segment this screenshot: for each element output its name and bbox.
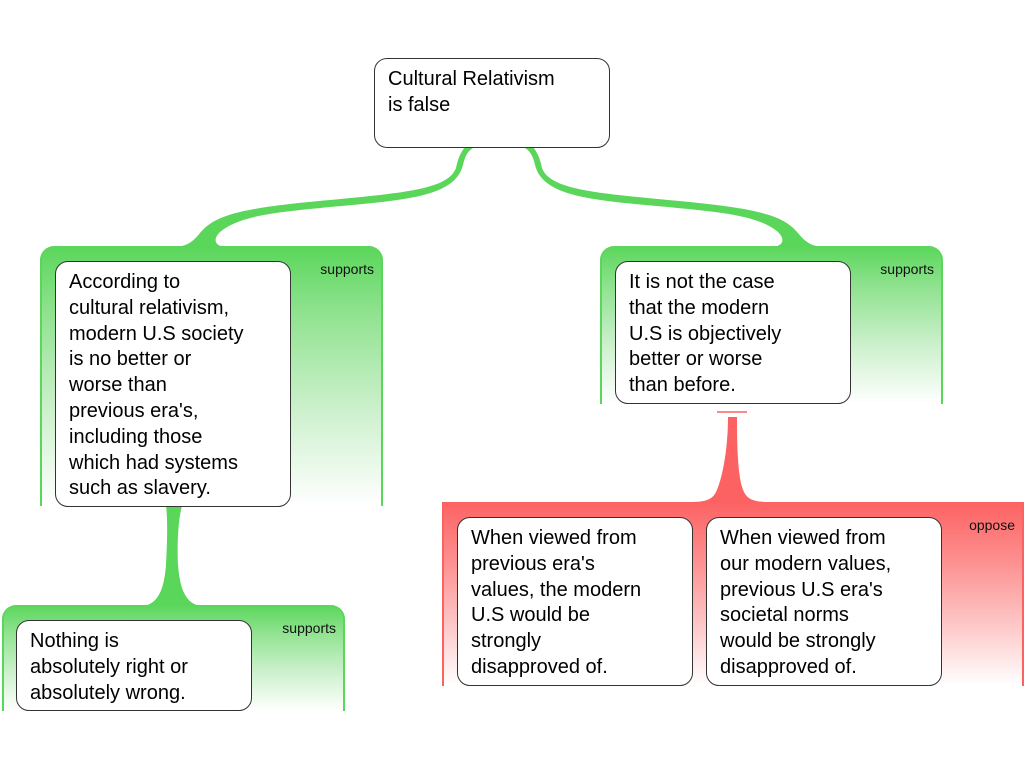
objection-node-modern-values[interactable]: When viewed from our modern values, prev… [706, 517, 942, 686]
claim-node-not-objectively-better[interactable]: It is not the case that the modern U.S i… [615, 261, 851, 404]
objection-text: When viewed from our modern values, prev… [720, 527, 892, 678]
relation-label: supports [282, 620, 336, 636]
root-claim-node[interactable]: Cultural Relativism is false [374, 58, 610, 148]
relation-label: oppose [969, 517, 1015, 533]
claim-node-cultural-relativism-us[interactable]: According to cultural relativism, modern… [55, 261, 291, 507]
objection-node-previous-era-values[interactable]: When viewed from previous era's values, … [457, 517, 693, 686]
claim-text: It is not the case that the modern U.S i… [629, 271, 782, 397]
connector-root-to-right-support [523, 147, 822, 247]
claim-text: According to cultural relativism, modern… [69, 271, 244, 500]
relation-label: supports [880, 261, 934, 277]
objection-text: When viewed from previous era's values, … [471, 527, 642, 678]
connector-left-to-bottom-support [144, 506, 200, 606]
root-claim-text: Cultural Relativism is false [388, 68, 555, 116]
claim-node-nothing-absolute[interactable]: Nothing is absolutely right or absolutel… [16, 620, 252, 711]
relation-label: supports [320, 261, 374, 277]
claim-text: Nothing is absolutely right or absolutel… [30, 630, 188, 704]
connector-root-to-left-support [176, 147, 475, 247]
oppose-bar-marker [717, 411, 747, 413]
connector-right-to-oppose [690, 417, 770, 502]
